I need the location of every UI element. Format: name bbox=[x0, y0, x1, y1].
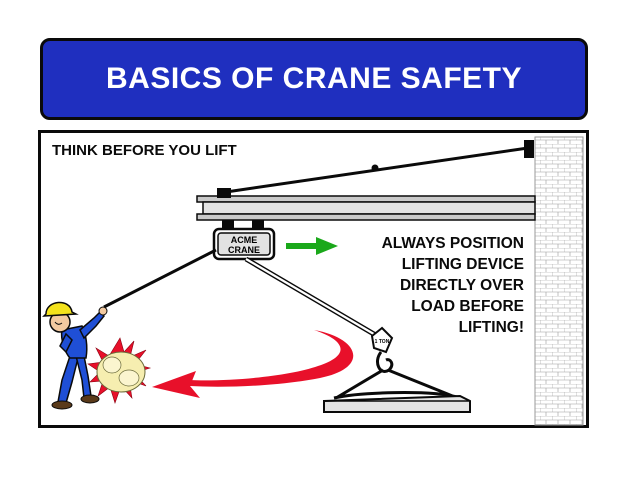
warning-line: ALWAYS POSITION bbox=[381, 235, 524, 252]
green-arrow bbox=[286, 237, 338, 255]
crane-label-line2: CRANE bbox=[228, 245, 260, 255]
swing-arrow bbox=[152, 330, 354, 398]
safety-warning: ALWAYS POSITION LIFTING DEVICE DIRECTLY … bbox=[340, 233, 524, 338]
warning-line: LOAD BEFORE bbox=[411, 298, 524, 315]
hook-label: 1 TON bbox=[375, 339, 390, 345]
warning-line: LIFTING! bbox=[458, 319, 524, 336]
load-block bbox=[323, 394, 471, 413]
hoist-body: ACME CRANE bbox=[212, 227, 276, 261]
warning-line: DIRECTLY OVER bbox=[399, 277, 524, 294]
load-sling bbox=[333, 368, 458, 400]
i-beam bbox=[196, 188, 536, 221]
warning-line: LIFTING DEVICE bbox=[401, 256, 524, 273]
pull-rope bbox=[103, 248, 217, 309]
worker-figure bbox=[42, 301, 108, 410]
trolley-wheel bbox=[252, 220, 264, 230]
trolley-wheel bbox=[222, 220, 234, 230]
impact-burst bbox=[87, 337, 152, 404]
crane-label-line1: ACME bbox=[231, 235, 258, 245]
title-banner: BASICS OF CRANE SAFETY bbox=[40, 38, 588, 120]
brick-wall bbox=[534, 136, 584, 426]
panel-heading: THINK BEFORE YOU LIFT bbox=[52, 142, 237, 159]
wall-bracket bbox=[524, 140, 534, 158]
hard-hat-icon bbox=[42, 301, 79, 317]
banner-title: BASICS OF CRANE SAFETY bbox=[105, 62, 523, 95]
tie-rod-pin bbox=[371, 164, 379, 172]
